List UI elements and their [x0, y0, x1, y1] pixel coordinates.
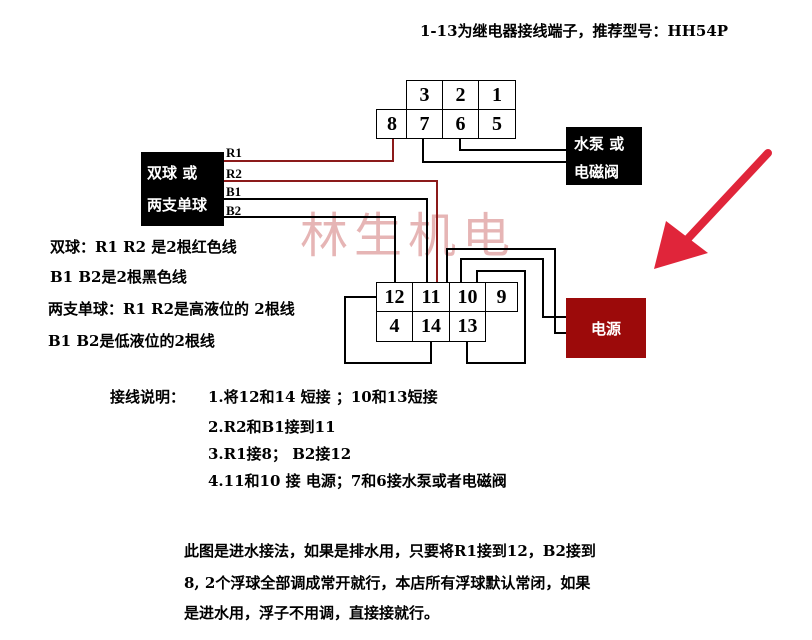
- float-box-line1: 双球 或: [147, 164, 198, 182]
- wire-b2-vertical: [394, 216, 396, 282]
- legend-line-2: B1 B2是2根黑色线: [50, 268, 187, 286]
- terminal-4[interactable]: 4: [376, 311, 413, 342]
- float-box-line2: 两支单球: [147, 196, 208, 214]
- terminal-12[interactable]: 12: [376, 282, 413, 312]
- instructions-title: 接线说明：: [110, 388, 186, 406]
- power-wire-10-in: [542, 316, 566, 318]
- instruction-step-3: 3.R1接8； B2接12: [208, 445, 352, 463]
- wire-label-b1: B1: [226, 184, 242, 199]
- terminal-1[interactable]: 1: [478, 80, 516, 110]
- wire-b2: [224, 216, 396, 218]
- header-note: 1-13为继电器接线端子，推荐型号：HH54P: [420, 22, 729, 40]
- legend-line-4: B1 B2是低液位的2根线: [48, 332, 215, 350]
- short-12-14-bottom: [344, 362, 432, 364]
- terminal-2[interactable]: 2: [442, 80, 479, 110]
- watermark: 林生机电: [300, 208, 517, 264]
- instruction-step-2: 2.R2和B1接到11: [208, 418, 336, 436]
- short-10-13-down: [466, 342, 468, 364]
- terminal-10[interactable]: 10: [449, 282, 486, 312]
- float-switch-box: 双球 或 两支单球: [141, 152, 224, 226]
- arrow-icon: [654, 149, 772, 269]
- wire-6-to-pump: [459, 149, 566, 151]
- wire-r2: [224, 180, 438, 182]
- power-wire-10-top: [460, 258, 544, 260]
- power-wire-11-up: [446, 248, 448, 282]
- power-wire-11-top: [446, 248, 556, 250]
- short-12-14-up: [430, 342, 432, 364]
- pump-box-line2: 电磁阀: [574, 163, 620, 181]
- wire-7-to-pump: [422, 161, 566, 163]
- instruction-step-4: 4.11和10 接 电源；7和6接水泵或者电磁阀: [208, 472, 507, 490]
- legend-line-3: 两支单球：R1 R2是高液位的 2根线: [48, 300, 295, 318]
- power-wire-10-up: [460, 258, 462, 282]
- short-12-14-left: [344, 296, 346, 364]
- note-line-1: 此图是进水接法，如果是排水用，只要将R1接到12，B2接到: [184, 542, 596, 560]
- wire-r1-vertical: [392, 139, 394, 162]
- instruction-step-1: 1.将12和14 短接 ；10和13短接: [208, 388, 438, 406]
- wire-6-down: [459, 139, 461, 151]
- terminal-3[interactable]: 3: [406, 80, 443, 110]
- short-10-13-top: [476, 270, 526, 272]
- terminal-14[interactable]: 14: [412, 311, 450, 342]
- short-10-13-bottom: [466, 362, 526, 364]
- terminal-8[interactable]: 8: [376, 109, 407, 139]
- note-line-2: 8, 2个浮球全部调成常开就行，本店所有浮球默认常闭，如果: [184, 574, 591, 592]
- terminal-7[interactable]: 7: [406, 109, 443, 139]
- wire-label-b2: B2: [226, 203, 242, 218]
- power-wire-10-right: [542, 258, 544, 318]
- terminal-5[interactable]: 5: [478, 109, 516, 139]
- note-line-3: 是进水用，浮子不用调，直接接就行。: [184, 604, 440, 622]
- terminal-6[interactable]: 6: [442, 109, 479, 139]
- terminal-11[interactable]: 11: [412, 282, 450, 312]
- power-source-box: 电源: [566, 298, 646, 358]
- short-12-14-top: [344, 296, 376, 298]
- terminal-13[interactable]: 13: [449, 311, 486, 342]
- wire-r2-vertical: [436, 180, 438, 282]
- wire-r1: [224, 160, 394, 162]
- wire-label-r1: R1: [226, 145, 242, 160]
- wire-b1-vertical: [426, 198, 428, 282]
- wire-b1: [224, 198, 428, 200]
- wire-7-down: [422, 139, 424, 163]
- pump-box-line1: 水泵 或: [574, 135, 625, 153]
- wire-label-r2: R2: [226, 166, 242, 181]
- short-10-13-stub: [476, 270, 478, 282]
- pump-valve-box: 水泵 或 电磁阀: [566, 127, 642, 185]
- legend-line-1: 双球：R1 R2 是2根红色线: [50, 238, 237, 256]
- power-wire-11-in: [554, 332, 566, 334]
- power-wire-11-right: [554, 248, 556, 334]
- short-10-13-right: [524, 270, 526, 364]
- terminal-9[interactable]: 9: [485, 282, 518, 312]
